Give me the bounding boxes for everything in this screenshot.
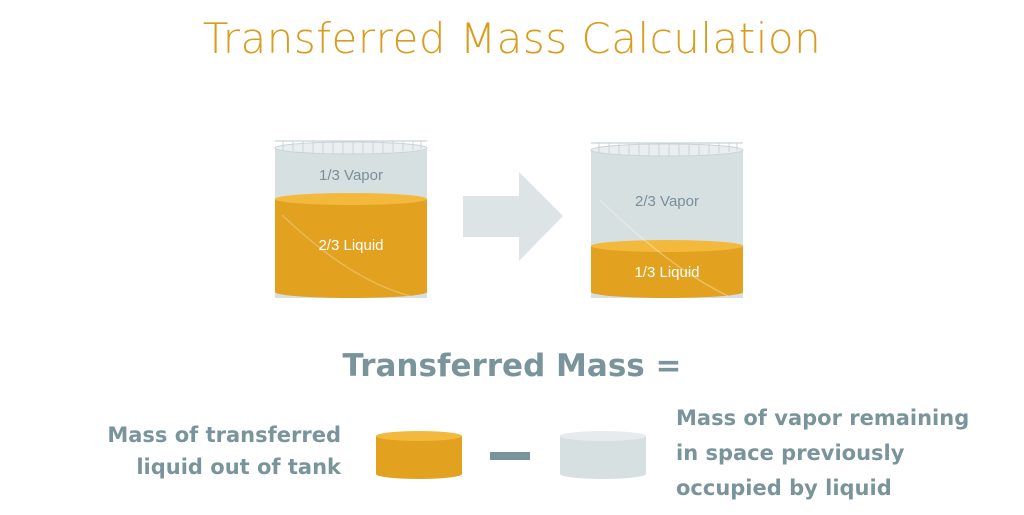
liquid-cylinder-icon (376, 431, 462, 479)
tank-after-liquid-body (591, 246, 743, 298)
tank-before-liquid-surface (275, 193, 427, 205)
tank-before-vapor-label: 1/3 Vapor (319, 167, 383, 184)
right-term-line-2: in space previously (676, 441, 905, 465)
tank-before-liquid-label: 2/3 Liquid (318, 237, 383, 254)
tank-after-liquid-label: 1/3 Liquid (634, 264, 699, 281)
tank-before-reflection (281, 214, 411, 297)
tank-after-reflection (599, 199, 729, 297)
equation-heading: Transferred Mass = (342, 348, 682, 384)
equation-left-term: Mass of transferred liquid out of tank (21, 419, 341, 483)
tank-before-liquid-body (275, 199, 427, 298)
left-term-line-1: Mass of transferred (107, 423, 341, 447)
equation-right-term: Mass of vapor remaining in space previou… (676, 401, 1016, 506)
tank-before-roof-railing (274, 140, 428, 155)
vapor-cylinder-icon (560, 431, 646, 479)
diagram-title: Transferred Mass Calculation (202, 14, 822, 63)
tank-after-roof-railing (590, 142, 744, 157)
right-arrow-icon (463, 172, 563, 261)
minus-sign-icon (490, 452, 530, 460)
left-term-line-2: liquid out of tank (136, 455, 341, 479)
right-term-line-3: occupied by liquid (676, 476, 892, 500)
tank-after: 2/3 Vapor 1/3 Liquid (590, 142, 744, 298)
tank-after-vapor-label: 2/3 Vapor (635, 193, 699, 210)
right-term-line-1: Mass of vapor remaining (676, 406, 970, 430)
tank-after-liquid-surface (591, 240, 743, 252)
tank-before: 1/3 Vapor 2/3 Liquid (274, 140, 428, 298)
